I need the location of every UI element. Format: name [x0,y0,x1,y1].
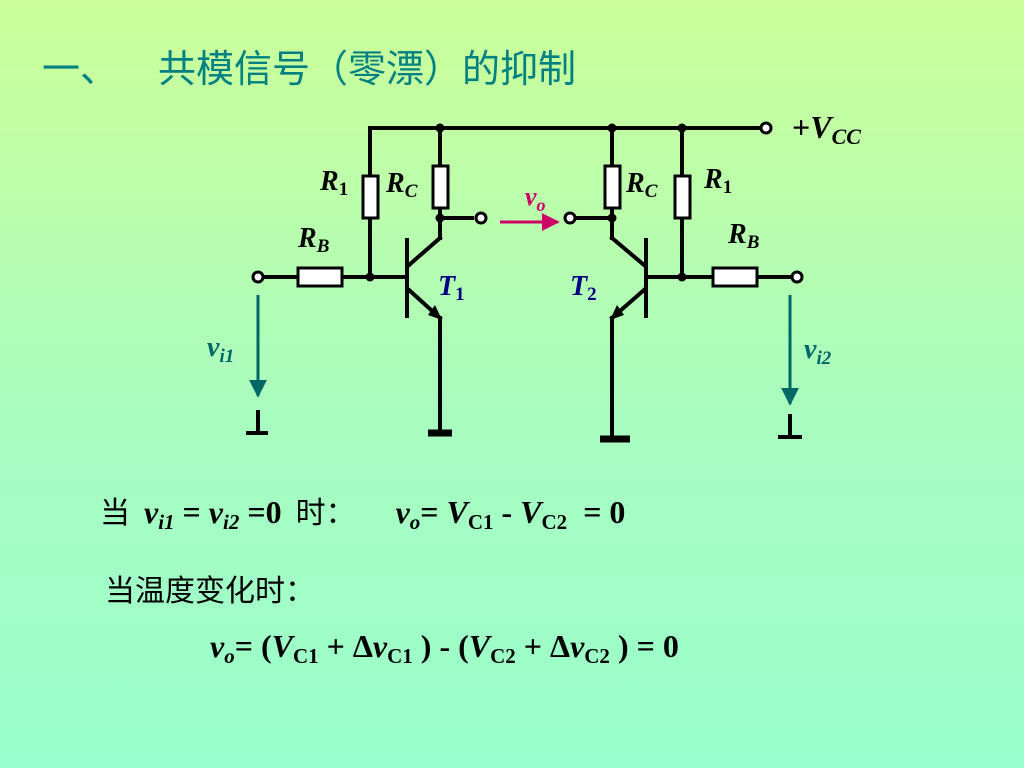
eq3-vo: v [210,628,225,664]
t1-collector [406,235,443,268]
junction-dot [607,123,617,133]
junction-dot [677,123,687,133]
title-text: 共模信号（零漂）的抑制 [158,47,577,91]
t2-label: T2 [570,271,597,305]
output-terminal-right [563,211,577,225]
vi2-label: vi2 [804,334,832,369]
vcc-terminal [759,121,773,135]
rc-right-resistor [603,164,622,210]
rc-right-label: RC [625,168,658,202]
eq1-when: 当 [100,496,130,531]
t2-collector [609,235,647,268]
input-terminal-right [790,270,804,284]
title-number: 一、 [42,47,119,91]
vcc-label: +VCC [792,109,861,149]
junction-dot [607,213,617,223]
eq1-vo: v [395,494,410,530]
vo-label: vo [525,182,546,215]
eq1-vi2: v [208,494,223,530]
r1-left-label: R1 [319,166,348,200]
junction-dot [365,272,375,282]
junction-dot [435,123,445,133]
rb-left-label: RB [297,223,329,257]
rb-left-resistor [296,266,344,288]
t1-label: T1 [438,271,465,305]
junction-dot [677,272,687,282]
r1-right-label: R1 [703,164,732,198]
rc-left-resistor [431,164,450,210]
junction-dot [435,213,445,223]
temperature-change-text: 当温度变化时： [105,574,315,609]
t2-emitter-arrow [610,305,624,320]
eq1-time: 时： [295,496,356,531]
r1-left-resistor [361,174,380,220]
input-terminal-left [251,270,265,284]
r1-right-resistor [673,174,692,220]
rb-right-label: RB [727,219,759,253]
eq1-vi1: v [144,494,159,530]
output-terminal-left [474,211,488,225]
rc-left-label: RC [385,168,418,202]
t1-emitter-arrow [428,305,442,320]
equation-temperature-drift: vo= (VC1 + ΔvC1 ) - (VC2 + ΔvC2 ) = 0 [210,628,679,668]
page-title: 一、共模信号（零漂）的抑制 [42,38,576,93]
vi1-label: vi1 [207,332,234,367]
rb-right-resistor [711,266,759,288]
